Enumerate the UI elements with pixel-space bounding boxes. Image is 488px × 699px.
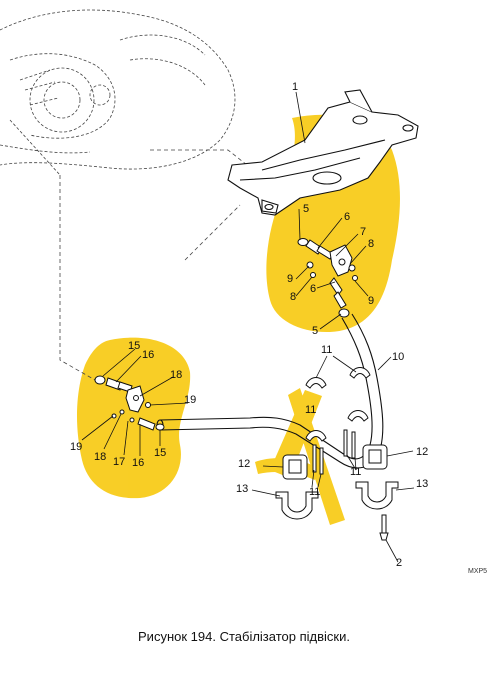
- stabilizer-bar: [156, 313, 384, 469]
- figure-code: MXP5: [468, 568, 487, 575]
- callout-11-bottom: 11: [309, 486, 320, 498]
- callout-18-lower: 18: [94, 451, 106, 463]
- callout-6-upper: 6: [344, 211, 350, 223]
- upper-link-assembly: [297, 238, 358, 318]
- callout-18-upper: 18: [170, 369, 182, 381]
- callout-1: 1: [292, 81, 298, 93]
- callout-16-upper: 16: [142, 349, 154, 361]
- callout-19-left: 19: [70, 441, 82, 453]
- callout-7: 7: [360, 226, 366, 238]
- callout-6-lower: 6: [310, 283, 316, 295]
- callout-15-upper: 15: [128, 340, 140, 352]
- callout-labels: 1 2 5 6 7 8 9 8 6 9 5 10 11 11 11 11 12 …: [70, 81, 487, 575]
- callout-11-top: 11: [321, 344, 332, 356]
- callout-15-lower: 15: [154, 447, 166, 459]
- callout-9-right: 9: [368, 295, 374, 307]
- callout-16-lower: 16: [132, 457, 144, 469]
- callout-17: 17: [113, 456, 125, 468]
- callout-5-upper: 5: [303, 203, 309, 215]
- figure-caption: Рисунок 194. Стабілізатор підвіски.: [138, 629, 350, 644]
- callout-19-right: 19: [184, 394, 196, 406]
- engine-sketch: [0, 9, 236, 176]
- crossmember: [227, 89, 419, 216]
- callout-11-left: 11: [305, 404, 316, 416]
- lower-link-assembly: [94, 375, 165, 431]
- callout-13-right: 13: [416, 478, 428, 490]
- callout-8-right: 8: [368, 238, 374, 250]
- callout-13-left: 13: [236, 483, 248, 495]
- callout-2: 2: [396, 557, 402, 569]
- callout-5-lower: 5: [312, 325, 318, 337]
- bushings-brackets: [275, 367, 399, 541]
- callout-12-left: 12: [238, 458, 250, 470]
- callout-11-right: 11: [350, 466, 361, 478]
- callout-12-right: 12: [416, 446, 428, 458]
- callout-leaders: [81, 91, 415, 563]
- callout-8-left: 8: [290, 291, 296, 303]
- callout-10: 10: [392, 351, 404, 363]
- callout-9-left: 9: [287, 273, 293, 285]
